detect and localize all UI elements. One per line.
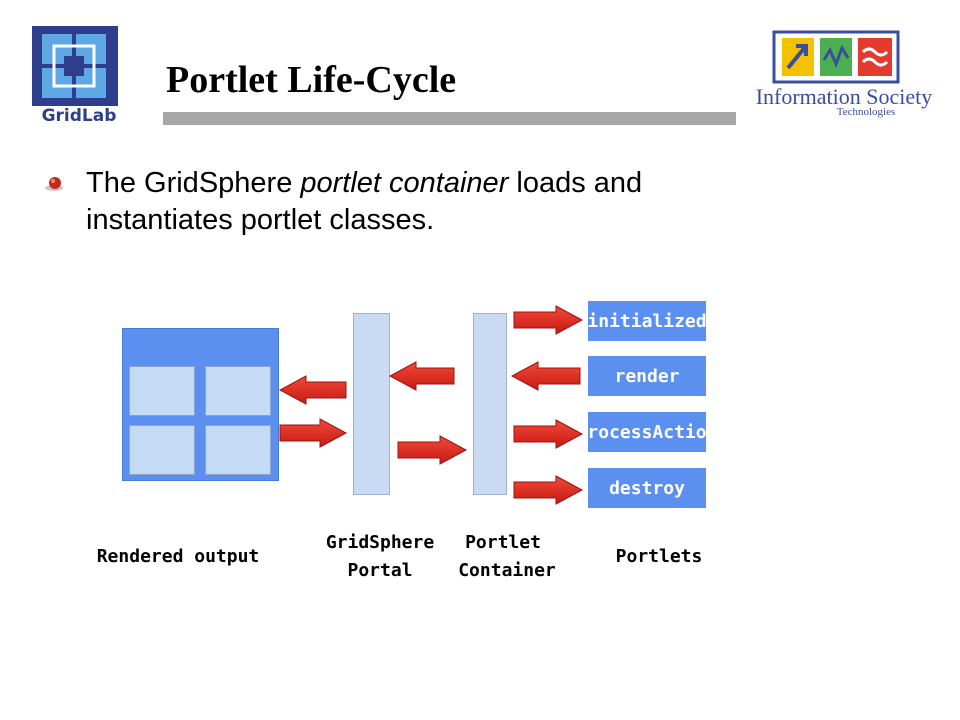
label-gridsphere-portal-line2: Portal bbox=[347, 560, 413, 581]
arrow-right bbox=[513, 419, 584, 449]
bullet-text-part3: loads and instantiates portlet classes. bbox=[86, 167, 643, 236]
rendered-output-cell bbox=[129, 366, 195, 416]
portlet-initialized: initialized bbox=[587, 301, 707, 341]
arrow-left bbox=[510, 361, 581, 391]
arrow-right bbox=[513, 305, 584, 335]
bullet-icon bbox=[45, 177, 63, 191]
arrow-right bbox=[397, 435, 468, 465]
portlet-process-action: processAction bbox=[577, 412, 717, 452]
bullet-text: The GridSphere portlet container loads a… bbox=[86, 165, 776, 239]
rendered-output-cell bbox=[205, 366, 271, 416]
rendered-output-box bbox=[122, 328, 279, 481]
gridsphere-portal-bar bbox=[353, 313, 390, 495]
ist-logo-line2: Technologies bbox=[836, 106, 896, 118]
portlet-container-bar bbox=[473, 313, 507, 495]
label-portlet-container-line1: Portlet bbox=[465, 532, 541, 553]
label-portlet-container-line2: Container bbox=[458, 560, 556, 581]
label-rendered-output: Rendered output bbox=[96, 546, 260, 567]
rendered-output-cell bbox=[205, 425, 271, 475]
arrow-left bbox=[388, 361, 455, 391]
gridlab-logo bbox=[32, 26, 118, 106]
arrow-right bbox=[279, 418, 348, 448]
portlet-render: render bbox=[588, 356, 706, 396]
gridlab-logo-text: GridLab bbox=[41, 106, 117, 126]
slide-title: Portlet Life-Cycle bbox=[166, 59, 457, 101]
rendered-output-cell bbox=[129, 425, 195, 475]
bullet-text-italic: portlet container bbox=[300, 167, 509, 199]
bullet-text-part1: The GridSphere bbox=[86, 167, 301, 199]
arrow-right bbox=[513, 475, 584, 505]
ist-logo-line1: Information Society bbox=[755, 84, 933, 109]
label-portlets: Portlets bbox=[615, 546, 703, 567]
arrow-left bbox=[278, 375, 347, 405]
portlet-destroy: destroy bbox=[588, 468, 706, 508]
title-underline-bar bbox=[163, 112, 736, 125]
label-gridsphere-portal-line1: GridSphere bbox=[325, 532, 435, 553]
ist-logo bbox=[772, 30, 900, 84]
